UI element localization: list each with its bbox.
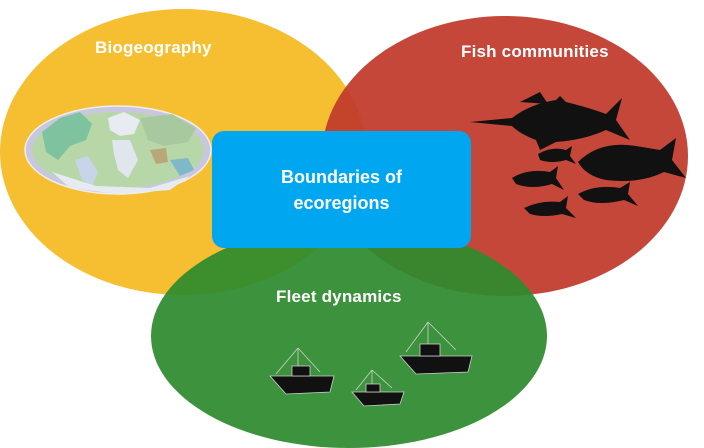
center-box: Boundaries of ecoregions bbox=[212, 131, 471, 248]
fishing-boats bbox=[269, 321, 473, 407]
fishing-boat-icon bbox=[351, 369, 405, 407]
tuna-icon bbox=[512, 138, 686, 218]
fish-silhouettes bbox=[470, 92, 686, 218]
fish-communities-label: Fish communities bbox=[461, 42, 609, 61]
fleet-dynamics-circle bbox=[151, 224, 547, 448]
biogeography-label: Biogeography bbox=[95, 38, 212, 57]
marlin-icon bbox=[470, 92, 630, 150]
venn-circles bbox=[0, 9, 688, 448]
fishing-boat-icon bbox=[269, 347, 335, 395]
fishing-boat-icon bbox=[399, 321, 473, 375]
center-label: Boundaries of ecoregions bbox=[280, 166, 402, 213]
world-map-icon bbox=[24, 105, 212, 195]
fleet-dynamics-label: Fleet dynamics bbox=[276, 287, 402, 306]
